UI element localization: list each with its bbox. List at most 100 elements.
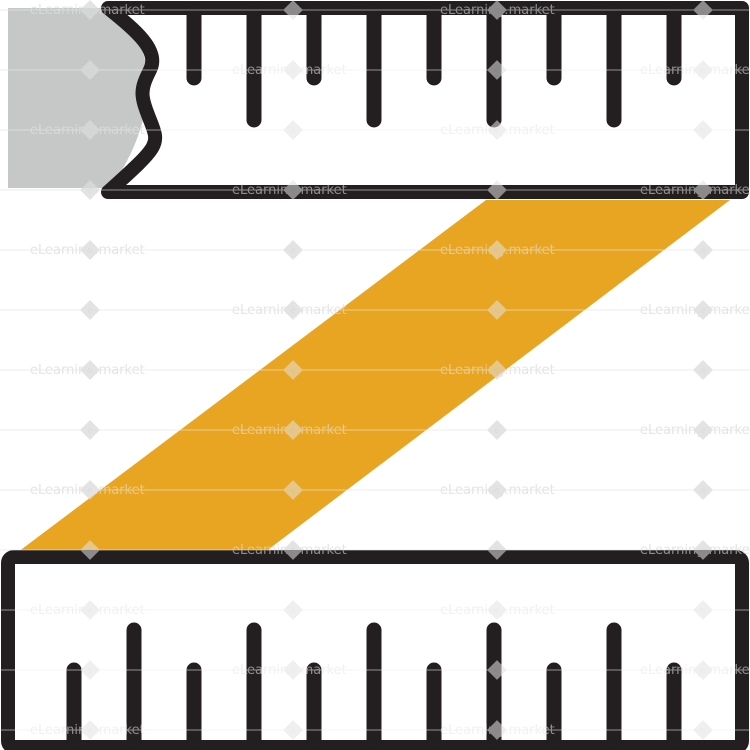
watermark-diamond [693, 660, 713, 680]
watermark-mark: e [494, 546, 500, 556]
watermark-mark: e [87, 66, 93, 76]
watermark-mark: e [494, 666, 500, 676]
watermark-mark: e [87, 186, 93, 196]
watermark-diamond [487, 180, 507, 200]
watermark-mark: e [494, 306, 500, 316]
watermark-diamond [80, 180, 100, 200]
watermark-diamond [487, 540, 507, 560]
watermark-diamond [283, 60, 303, 80]
watermark-diamond [487, 480, 507, 500]
watermark-mark: e [700, 666, 706, 676]
watermark-diamond [487, 420, 507, 440]
watermark-diamond [283, 480, 303, 500]
watermark-diamond [693, 300, 713, 320]
watermark-diamond [487, 60, 507, 80]
tape-case [8, 8, 148, 188]
watermark-mark: e [700, 426, 706, 436]
watermark-mark: e [494, 726, 500, 736]
watermark-mark: e [494, 66, 500, 76]
watermark-mark: e [290, 546, 296, 556]
watermark-diamond [283, 420, 303, 440]
watermark-mark: e [290, 6, 296, 16]
watermark-mark: e [87, 246, 93, 256]
watermark-diamond [487, 240, 507, 260]
watermark-mark: e [87, 6, 93, 16]
watermark-diamond [487, 600, 507, 620]
watermark-diamond [80, 420, 100, 440]
watermark-diamond [80, 60, 100, 80]
watermark-diamond [693, 720, 713, 740]
watermark-diamond [283, 0, 303, 20]
watermark-diamond [487, 660, 507, 680]
watermark-mark: e [290, 366, 296, 376]
watermark-diamond [283, 720, 303, 740]
watermark-diamond [80, 240, 100, 260]
watermark-mark: e [494, 366, 500, 376]
watermark-diamond [80, 360, 100, 380]
watermark-mark: e [700, 246, 706, 256]
watermark-diamond [80, 120, 100, 140]
watermark-mark: e [290, 126, 296, 136]
watermark-diamond [693, 600, 713, 620]
watermark-mark: e [494, 486, 500, 496]
watermark-diamond [693, 480, 713, 500]
watermark-mark: e [87, 306, 93, 316]
watermark-diamond [487, 0, 507, 20]
watermark-diamond [693, 360, 713, 380]
watermark-diamond [80, 0, 100, 20]
watermark-diamond [283, 360, 303, 380]
watermark-mark: e [87, 606, 93, 616]
watermark-diamond [693, 540, 713, 560]
watermark-mark: e [494, 6, 500, 16]
watermark-mark: e [290, 486, 296, 496]
watermark-mark: e [290, 246, 296, 256]
watermark-diamond [283, 240, 303, 260]
watermark-diamond [283, 300, 303, 320]
watermark-mark: e [494, 426, 500, 436]
watermark-mark: e [87, 486, 93, 496]
watermark-mark: e [700, 6, 706, 16]
watermark-mark: e [87, 546, 93, 556]
watermark-mark: e [290, 66, 296, 76]
top-ruler-ticks [186, 6, 682, 128]
watermark-mark: e [494, 246, 500, 256]
watermark-mark: e [494, 186, 500, 196]
watermark-diamond [283, 600, 303, 620]
watermark-mark: e [700, 546, 706, 556]
watermark-mark: e [494, 606, 500, 616]
watermark-diamond [80, 480, 100, 500]
watermark-mark: e [290, 726, 296, 736]
top-ruler [101, 1, 749, 199]
watermark-mark: e [700, 606, 706, 616]
watermark-mark: e [700, 306, 706, 316]
watermark-diamond [487, 720, 507, 740]
watermark-mark: e [700, 66, 706, 76]
watermark-diamond [283, 180, 303, 200]
watermark-mark: e [700, 126, 706, 136]
tape-strip [18, 200, 730, 552]
watermark-mark: e [87, 426, 93, 436]
watermark-diamond [283, 660, 303, 680]
watermark-diamond [487, 300, 507, 320]
watermark-mark: e [87, 366, 93, 376]
watermark-mark: e [700, 486, 706, 496]
watermark-mark: e [700, 366, 706, 376]
watermark-mark: e [290, 186, 296, 196]
watermark-diamond [693, 420, 713, 440]
watermark-mark: e [290, 426, 296, 436]
watermark-mark: e [87, 666, 93, 676]
watermark-mark: e [290, 606, 296, 616]
watermark-diamond [283, 120, 303, 140]
watermark-mark: e [87, 726, 93, 736]
watermark-mark: e [494, 126, 500, 136]
watermark-mark: e [290, 666, 296, 676]
watermark-diamond [487, 360, 507, 380]
watermark-mark: e [700, 726, 706, 736]
watermark-mark: e [700, 186, 706, 196]
watermark-diamond [487, 120, 507, 140]
watermark-mark: e [290, 306, 296, 316]
watermark-diamond [283, 540, 303, 560]
